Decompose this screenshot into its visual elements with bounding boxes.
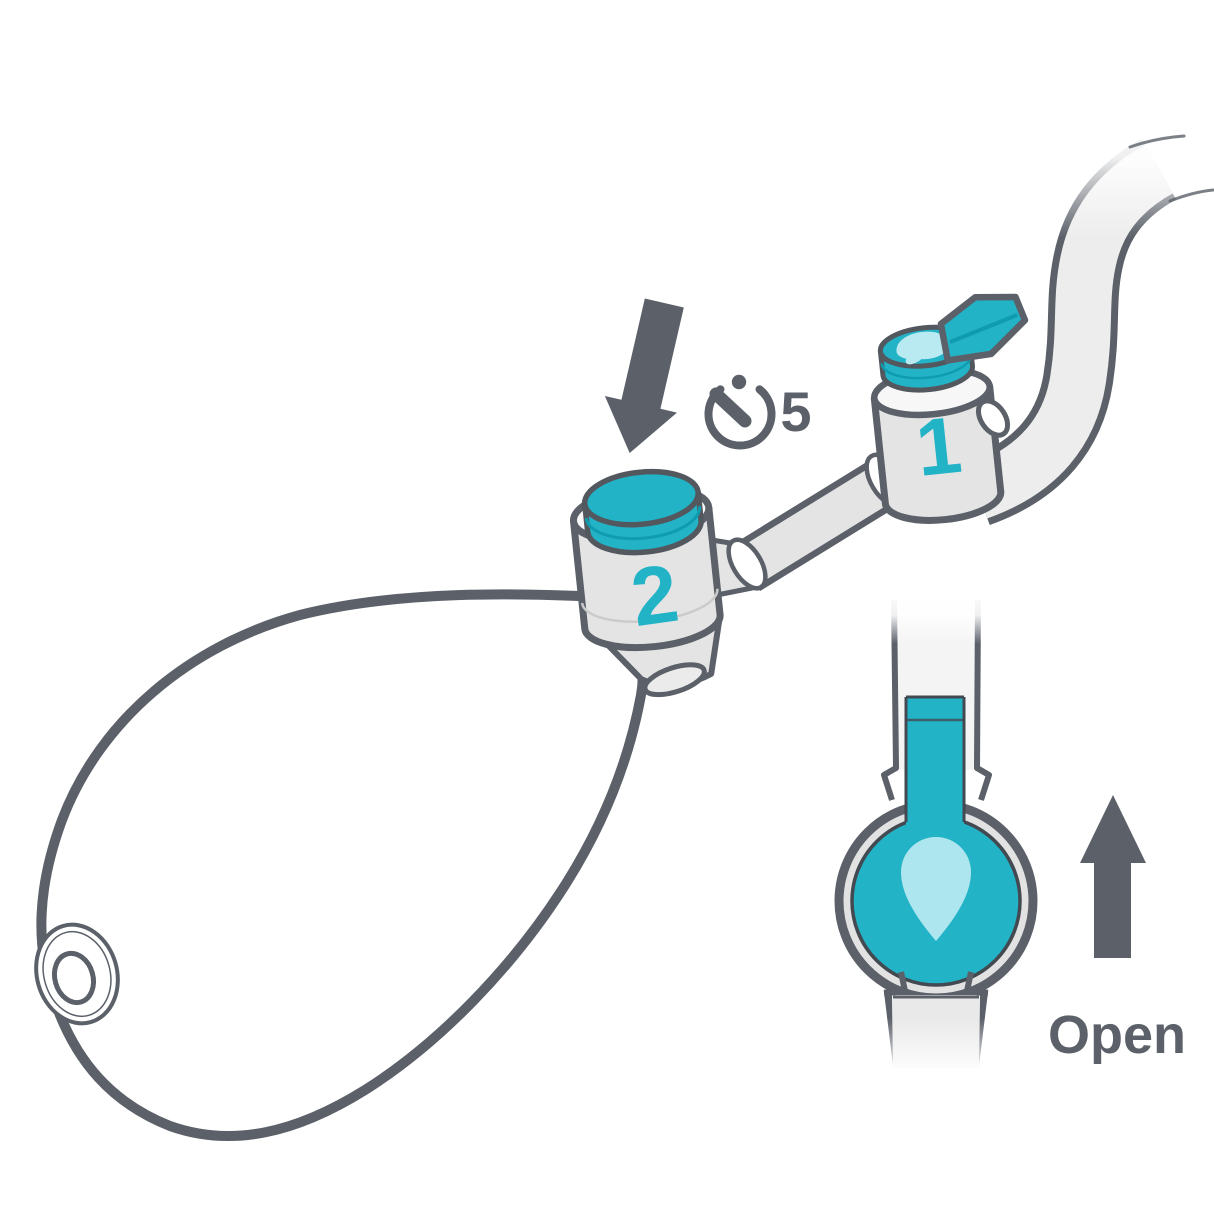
press-instruction: 5 [604,298,812,454]
down-arrow-icon [604,298,684,454]
tube-fadeout [1040,92,1214,238]
connector-ring-left [726,537,768,591]
valve2-button [581,468,704,556]
relief-valve-icon [34,922,120,1026]
connector-tube [709,452,908,599]
valve1-port [975,398,1011,438]
open-valve-detail [834,592,1038,1076]
valve-2: 2 [569,468,724,698]
timer-icon [704,374,776,450]
squeeze-bulb [34,589,648,1141]
open-channel [904,695,966,835]
up-arrow-icon [1080,795,1146,958]
valve-1: 1 [870,293,1029,524]
open-instruction: Open [1048,795,1186,1065]
cap-highlight [896,331,949,365]
valve1-body [870,382,1005,524]
detail-top-fade [876,592,998,644]
timer-count: 5 [780,380,811,443]
valve1-lever [937,293,1029,364]
detail-bottom-tube [878,971,998,1076]
open-label: Open [1048,1005,1186,1065]
patient-tube [965,92,1214,525]
valve1-label: 1 [912,400,966,493]
droplet-icon [901,837,971,941]
